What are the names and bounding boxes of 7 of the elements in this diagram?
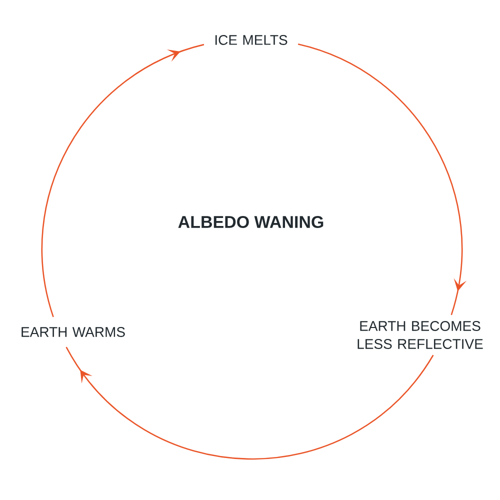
step-label: EARTH WARMS — [22, 327, 125, 337]
arrow — [66, 346, 434, 460]
step-label: ICE MELTS — [215, 35, 288, 45]
arrow — [42, 44, 204, 318]
arrow — [298, 44, 467, 316]
title: ALBEDO WANING — [178, 216, 324, 228]
step-label: EARTH BECOMES LESS REFLECTIVE — [358, 321, 483, 349]
